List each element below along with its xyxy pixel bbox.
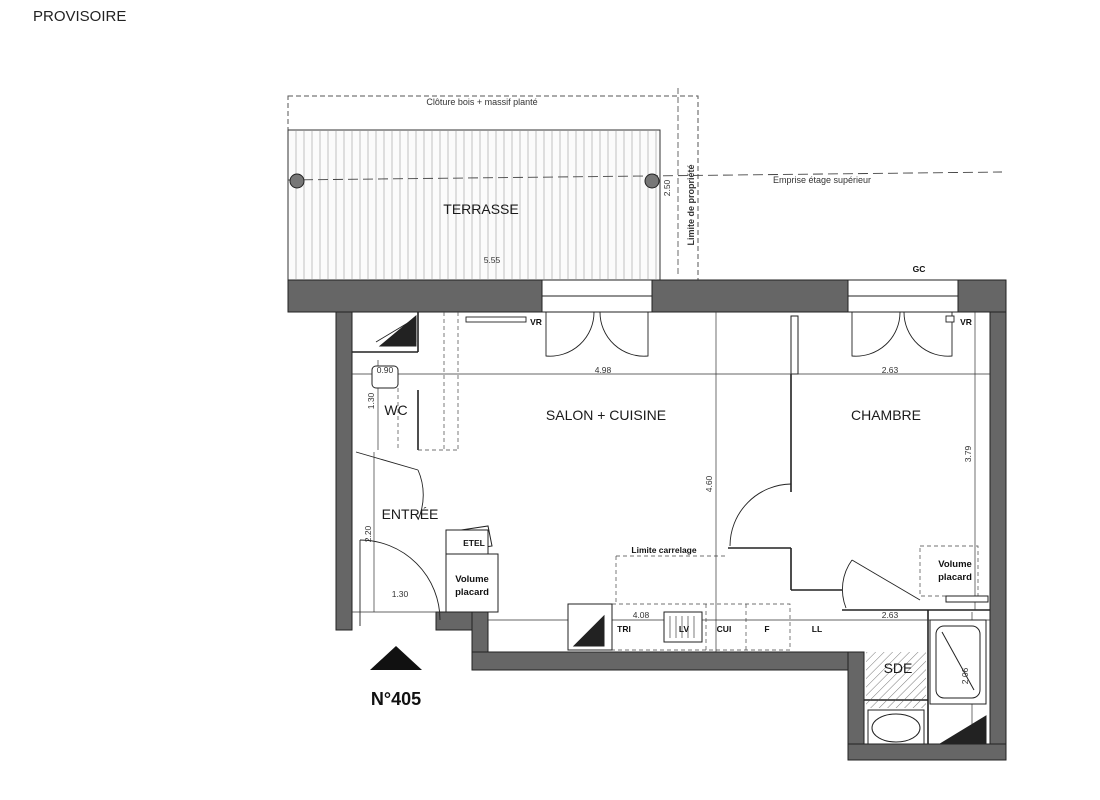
entrance-arrow-icon <box>370 646 422 670</box>
wc-depth-dim: 1.30 <box>366 392 376 409</box>
placard-left-line2: placard <box>455 587 489 598</box>
vr-right-label: VR <box>960 317 972 327</box>
salon-label: SALON + CUISINE <box>546 407 666 423</box>
post-left <box>289 173 305 189</box>
terrace-deck <box>287 129 661 281</box>
lv-label: LV <box>679 624 690 634</box>
entree-label: ENTRÉE <box>382 506 439 522</box>
gc-label: GC <box>913 264 926 274</box>
upper-floor-label: Emprise étage supérieur <box>773 175 871 185</box>
post-right <box>644 173 660 189</box>
cui-label: CUI <box>717 624 732 634</box>
f-label: F <box>764 624 769 634</box>
chambre-label: CHAMBRE <box>851 407 921 423</box>
placard-left-line1: Volume <box>455 574 489 585</box>
placard-right-line2: placard <box>938 572 972 583</box>
sde-label: SDE <box>884 660 913 676</box>
sde-hatch <box>866 652 926 708</box>
salon-width-dim: 4.98 <box>595 365 612 375</box>
terrasse-label: TERRASSE <box>443 201 518 217</box>
partitions <box>352 312 990 744</box>
placard-right-line1: Volume <box>938 559 972 570</box>
fixtures <box>371 365 989 745</box>
salon-depth-dim: 4.60 <box>704 475 714 492</box>
wc-width-dim: 0.90 <box>377 365 394 375</box>
door-swings <box>355 315 921 626</box>
tiling-limit-label: Limite carrelage <box>631 545 696 555</box>
wc-label: WC <box>384 402 407 418</box>
kitchen-width-dim: 4.08 <box>633 610 650 620</box>
unit-number: N°405 <box>371 689 421 709</box>
windows <box>541 279 959 313</box>
sde-depth-dim: 2.06 <box>960 667 970 684</box>
chambre-width-dim: 2.63 <box>882 365 899 375</box>
walls <box>287 279 1007 761</box>
fence-label: Clôture bois + massif planté <box>426 97 537 107</box>
terrace-depth-dim: 2.50 <box>662 179 672 196</box>
property-limit-label: Limite de propriété <box>686 164 696 245</box>
entree-depth-dim: 2.20 <box>363 525 373 542</box>
tri-label: TRI <box>617 624 631 634</box>
vr-left-label: VR <box>530 317 542 327</box>
terrace-width-dim: 5.55 <box>484 255 501 265</box>
window-swings <box>465 311 955 357</box>
sde-width-dim: 2.63 <box>882 610 899 620</box>
entree-width-dim: 1.30 <box>392 589 409 599</box>
etel-label: ETEL <box>463 538 485 548</box>
dashed-lines <box>397 312 979 651</box>
status-label: PROVISOIRE <box>33 8 127 25</box>
chambre-depth-dim: 3.79 <box>963 445 973 462</box>
cooktop-burners <box>669 616 695 638</box>
terrace-zone: Clôture bois + massif planté TERRASSE 5.… <box>287 88 1003 281</box>
ll-label: LL <box>812 624 822 634</box>
